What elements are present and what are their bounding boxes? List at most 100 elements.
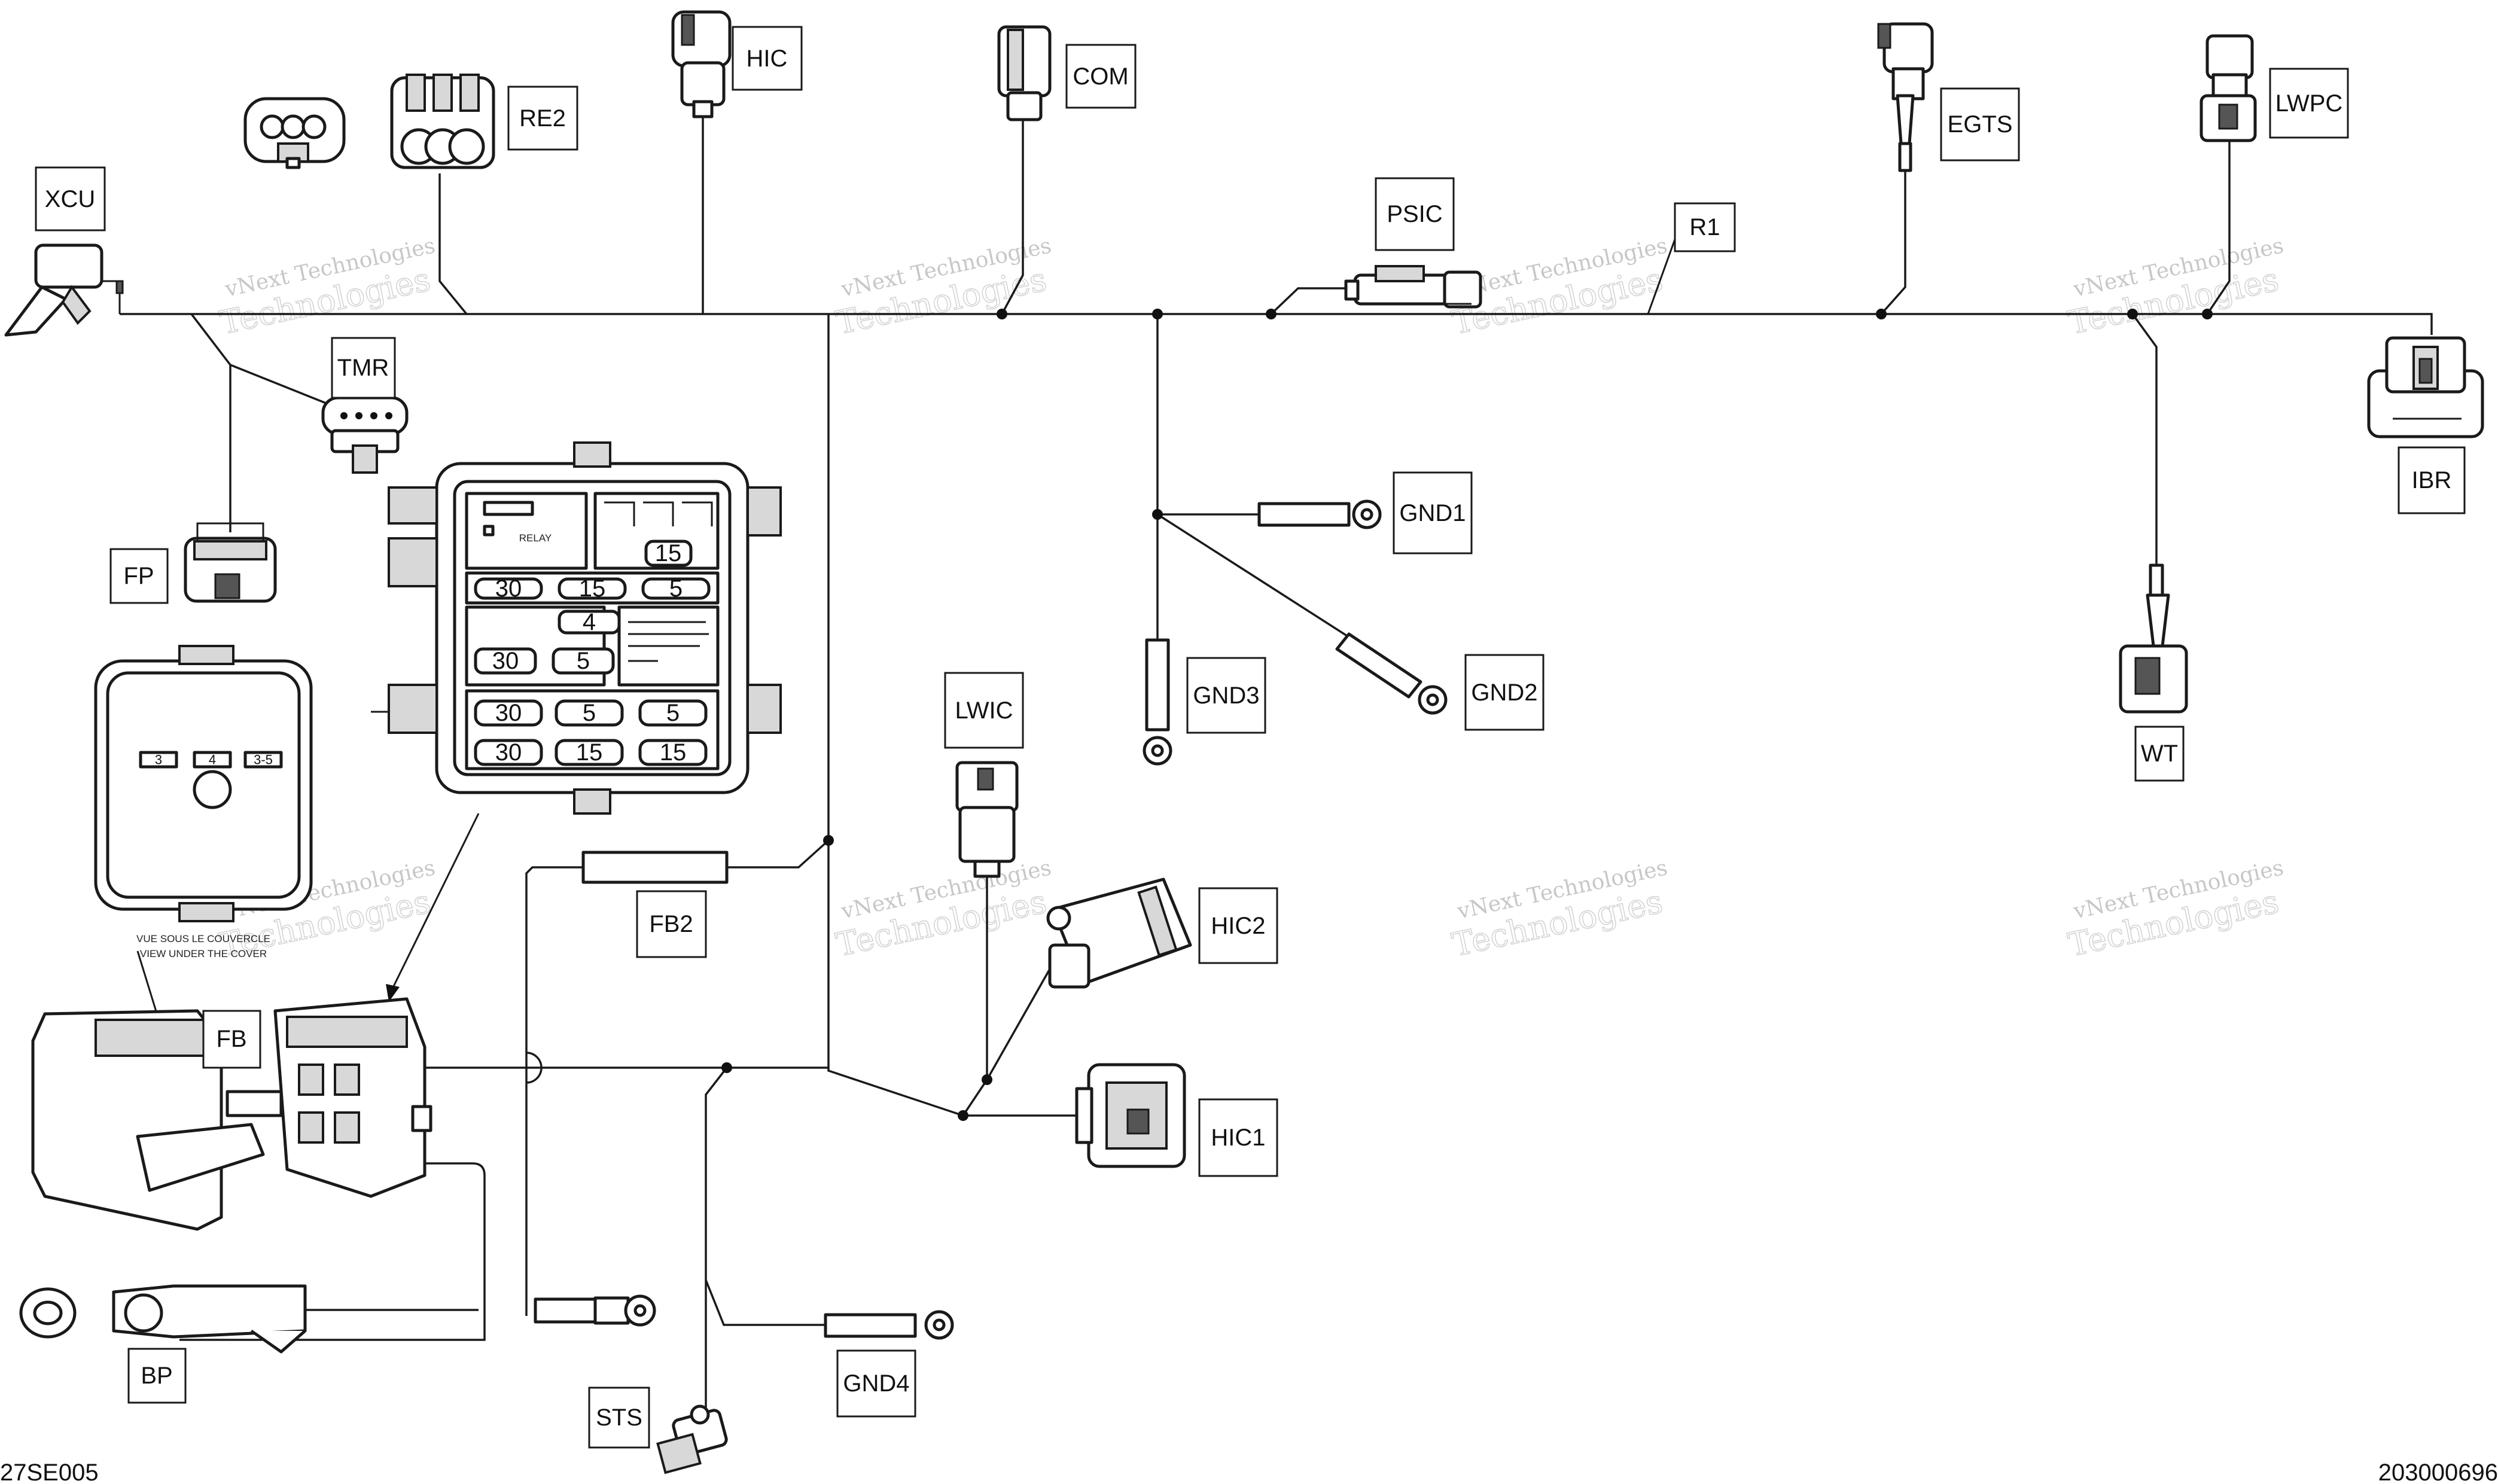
label-gnd4: GND4 bbox=[836, 1349, 916, 1418]
gnd3-terminal bbox=[1143, 638, 1172, 766]
fuse-value: 5 bbox=[666, 700, 680, 726]
hic-top-connector bbox=[671, 10, 732, 118]
label-text: STS bbox=[596, 1404, 642, 1431]
label-text: HIC2 bbox=[1211, 913, 1265, 939]
label-gnd1: GND1 bbox=[1393, 471, 1473, 554]
hic1-connector bbox=[1075, 1063, 1186, 1168]
re2-wire bbox=[438, 173, 468, 315]
junction-node bbox=[1876, 309, 1887, 319]
r1-leader bbox=[1647, 239, 1676, 315]
egts-wire bbox=[1880, 167, 1906, 315]
junction-node bbox=[2202, 309, 2213, 319]
label-text: GND3 bbox=[1193, 682, 1259, 709]
fuse-value: 30 bbox=[495, 575, 522, 602]
cover-marking: 3-5 bbox=[254, 752, 273, 767]
wt-sensor bbox=[2119, 563, 2188, 714]
fuse-value: 30 bbox=[495, 739, 522, 766]
bp-wire bbox=[179, 1162, 486, 1341]
sts-sensor bbox=[656, 1404, 728, 1474]
gnd4-terminal bbox=[824, 1310, 954, 1340]
tmr-connector bbox=[321, 396, 409, 474]
sts-wire bbox=[705, 1066, 728, 1412]
com-wire bbox=[1001, 120, 1024, 315]
label-psic: PSIC bbox=[1375, 177, 1455, 251]
fuse-value: 5 bbox=[669, 575, 683, 602]
label-text: PSIC bbox=[1387, 201, 1442, 227]
junction-node bbox=[823, 835, 834, 846]
label-text: XCU bbox=[45, 186, 95, 212]
tmr-fp-wire bbox=[190, 313, 231, 532]
label-text: LWIC bbox=[955, 697, 1013, 724]
xcu-connector bbox=[4, 243, 124, 337]
arrow-head bbox=[386, 984, 400, 1002]
gnd2-wire bbox=[1157, 513, 1349, 638]
hic2-wire bbox=[986, 968, 1051, 1080]
egts-sensor bbox=[1877, 22, 1934, 172]
gnd1-terminal bbox=[1257, 499, 1382, 529]
label-text: HIC bbox=[747, 45, 788, 72]
component-labels: XCU RE2 HIC COM EGTS LWPC PSIC R1 bbox=[35, 26, 2466, 1449]
fb2-inline-fuse bbox=[581, 851, 742, 884]
label-r1: R1 bbox=[1674, 202, 1736, 252]
label-text: HIC1 bbox=[1211, 1125, 1265, 1151]
cover-note-en: VIEW UNDER THE COVER bbox=[140, 948, 267, 959]
label-gnd2: GND2 bbox=[1464, 654, 1545, 731]
psic-sensor bbox=[1344, 265, 1482, 309]
fuse-value: 30 bbox=[492, 648, 519, 674]
fuse-value: 15 bbox=[579, 575, 606, 602]
label-text: BP bbox=[141, 1363, 172, 1389]
label-text: IBR bbox=[2412, 467, 2452, 493]
label-lwic: LWIC bbox=[944, 672, 1024, 749]
label-fp: FP bbox=[109, 548, 169, 604]
label-text: GND2 bbox=[1471, 679, 1537, 706]
gnd4-wire bbox=[705, 1279, 825, 1326]
label-sts: STS bbox=[588, 1387, 650, 1449]
label-text: R1 bbox=[1689, 214, 1720, 240]
com-connector bbox=[997, 25, 1052, 121]
junction-node bbox=[982, 1074, 992, 1085]
label-fb2: FB2 bbox=[636, 890, 707, 958]
harness-wires bbox=[120, 111, 2433, 1412]
lower-trunk-wire bbox=[827, 314, 964, 1117]
label-fb: FB bbox=[202, 1010, 261, 1069]
label-text: EGTS bbox=[1948, 111, 2013, 138]
cover-note-fr: VUE SOUS LE COUVERCLE bbox=[136, 933, 270, 944]
label-hic: HIC bbox=[732, 26, 803, 91]
label-lwpc: LWPC bbox=[2269, 68, 2349, 139]
fuse-value: 15 bbox=[655, 540, 682, 566]
label-xcu: XCU bbox=[35, 166, 106, 231]
fuse-value: 4 bbox=[583, 609, 596, 635]
cover-marking: 4 bbox=[209, 752, 216, 767]
fb2-ring-terminal bbox=[534, 1294, 656, 1327]
label-hic1: HIC1 bbox=[1198, 1098, 1278, 1177]
junction-node bbox=[997, 309, 1007, 319]
fuse-box-arrow bbox=[391, 813, 480, 991]
fuse-value: 30 bbox=[495, 700, 522, 726]
lwpc-wire bbox=[2206, 138, 2231, 315]
bp-battery-cable bbox=[19, 1284, 479, 1354]
cover-marking: 3 bbox=[155, 752, 162, 767]
label-text: WT bbox=[2141, 741, 2178, 767]
hic1-wire bbox=[962, 1079, 988, 1116]
junction-node bbox=[958, 1110, 968, 1121]
fuse-value: 5 bbox=[583, 700, 596, 726]
label-text: GND4 bbox=[843, 1370, 909, 1397]
label-bp: BP bbox=[127, 1348, 187, 1404]
gnd2-terminal bbox=[1335, 632, 1448, 715]
label-ibr: IBR bbox=[2398, 446, 2466, 514]
fuse-box: RELAY 30 15 5 15 4 30 5 30 5 5 30 15 bbox=[371, 441, 782, 815]
label-tmr: TMR bbox=[331, 337, 396, 399]
label-text: FP bbox=[123, 563, 154, 589]
relay-label: RELAY bbox=[519, 532, 552, 544]
diagram-code-right: 203000696 bbox=[2378, 1459, 2498, 1484]
junction-node bbox=[2127, 309, 2138, 319]
fb2-wire bbox=[727, 839, 830, 869]
psic-wire bbox=[1270, 287, 1355, 315]
junction-node bbox=[721, 1062, 732, 1073]
diagram-code-left: 27SE005 bbox=[0, 1459, 99, 1484]
fuse-cover: 3 4 3-5 VUE SOUS LE COUVERCLE VIEW UNDER… bbox=[94, 645, 313, 959]
fb2-wire-left bbox=[525, 866, 583, 1280]
fb-jump-wire bbox=[526, 1052, 543, 1084]
junction-nodes bbox=[721, 309, 2213, 1121]
